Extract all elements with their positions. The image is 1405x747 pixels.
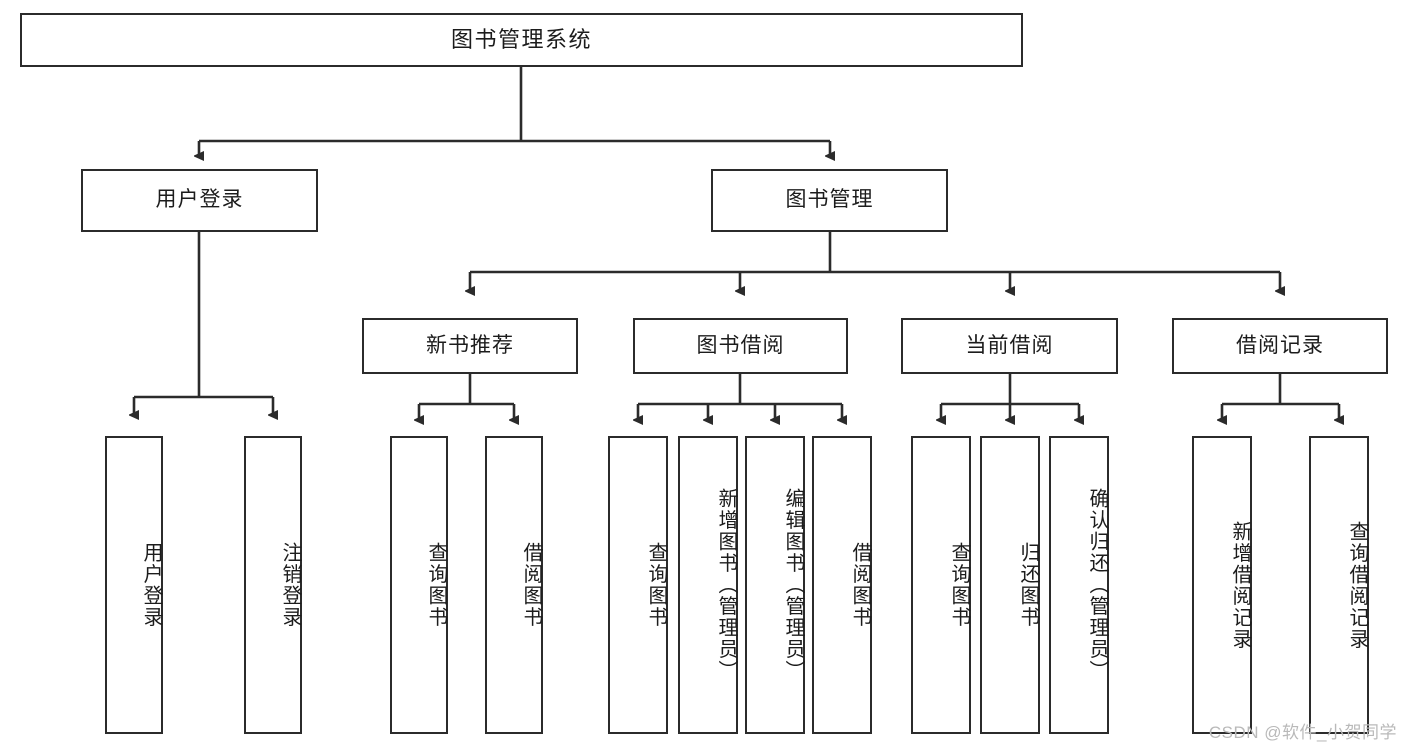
node-root-book-management-system[interactable]: 图书管理系统 <box>20 13 1023 67</box>
node-leaf-edit-book[interactable]: 编辑图书（管理员） <box>745 436 805 734</box>
node-user-login[interactable]: 用户登录 <box>81 169 318 232</box>
node-book-manage[interactable]: 图书管理 <box>711 169 948 232</box>
node-label: 用户登录 <box>140 542 162 628</box>
node-leaf-user-logout[interactable]: 注销登录 <box>244 436 302 734</box>
node-borrow-record[interactable]: 借阅记录 <box>1172 318 1388 374</box>
node-leaf-query-borrow-record[interactable]: 查询借阅记录 <box>1309 436 1369 734</box>
node-leaf-return-book[interactable]: 归还图书 <box>980 436 1040 734</box>
node-label: 确认归还（管理员） <box>1086 488 1108 682</box>
node-leaf-borrow-book[interactable]: 借阅图书 <box>812 436 872 734</box>
node-new-book-recommend[interactable]: 新书推荐 <box>362 318 578 374</box>
node-leaf-user-login[interactable]: 用户登录 <box>105 436 163 734</box>
node-label: 当前借阅 <box>965 333 1054 357</box>
watermark-text: CSDN @软件_小贺同学 <box>1208 723 1397 742</box>
node-leaf-add-book[interactable]: 新增图书（管理员） <box>678 436 738 734</box>
node-label: 注销登录 <box>279 542 301 628</box>
node-leaf-query-book-current[interactable]: 查询图书 <box>911 436 971 734</box>
node-label: 图书借阅 <box>696 333 785 357</box>
node-label: 图书管理 <box>785 188 874 212</box>
node-leaf-query-book-recommend[interactable]: 查询图书 <box>390 436 448 734</box>
node-current-borrow[interactable]: 当前借阅 <box>901 318 1118 374</box>
node-leaf-confirm-return[interactable]: 确认归还（管理员） <box>1049 436 1109 734</box>
node-label: 新书推荐 <box>426 333 514 357</box>
node-label: 借阅图书 <box>520 542 542 628</box>
node-label: 用户登录 <box>155 188 244 212</box>
node-book-borrow[interactable]: 图书借阅 <box>633 318 848 374</box>
node-label: 新增借阅记录 <box>1229 520 1251 650</box>
node-label: 编辑图书（管理员） <box>782 488 804 682</box>
node-label: 查询图书 <box>948 542 970 628</box>
node-label: 查询图书 <box>645 542 667 628</box>
node-label: 图书管理系统 <box>450 27 592 53</box>
node-label: 借阅记录 <box>1236 333 1324 357</box>
node-leaf-borrow-book-recommend[interactable]: 借阅图书 <box>485 436 543 734</box>
node-label: 查询图书 <box>425 542 447 628</box>
node-label: 归还图书 <box>1017 542 1039 628</box>
node-label: 查询借阅记录 <box>1346 520 1368 650</box>
node-leaf-add-borrow-record[interactable]: 新增借阅记录 <box>1192 436 1252 734</box>
node-label: 新增图书（管理员） <box>715 488 737 682</box>
node-label: 借阅图书 <box>849 542 871 628</box>
node-leaf-query-book-borrow[interactable]: 查询图书 <box>608 436 668 734</box>
